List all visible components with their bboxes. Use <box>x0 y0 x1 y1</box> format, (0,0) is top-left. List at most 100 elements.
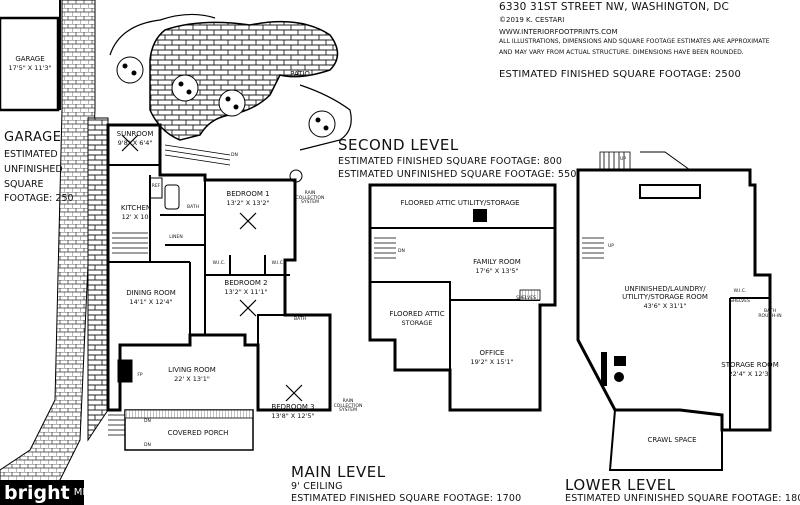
sunroom-label: SUNROOM 9'8" X 6'4" <box>117 131 154 147</box>
garage-line-4: FOOTAGE: 250 <box>4 193 74 205</box>
lower-up-label-2: UP <box>608 244 615 249</box>
fireplace-label: FP <box>137 373 143 378</box>
dining-room-label: DINING ROOM 14'1" X 12'4" <box>126 290 176 306</box>
lower-up-label-1: UP <box>620 157 627 162</box>
bath2-label: BATH <box>294 317 306 322</box>
tree-icons <box>116 56 336 183</box>
second-level-plan <box>368 183 557 412</box>
kitchen-dim: 12' X 10' <box>121 213 151 221</box>
patio-steps <box>164 144 231 166</box>
bedroom2-dim: 13'2" X 11'1" <box>224 288 268 296</box>
main-front-steps <box>108 414 125 436</box>
dining-room-dim: 14'1" X 12'4" <box>129 298 173 306</box>
unfinished-line-1: UNFINISHED/LAUNDRY/ <box>624 285 706 293</box>
second-level-finished: ESTIMATED FINISHED SQUARE FOOTAGE: 800 <box>338 156 563 167</box>
family-room-label: FAMILY ROOM 17'6" X 13'5" <box>473 259 521 275</box>
garage-title: GARAGE <box>4 130 62 145</box>
bedroom3-name: BEDROOM 3 <box>271 403 315 411</box>
office-label: OFFICE 19'2" X 15'1" <box>471 350 514 366</box>
bedroom1-label: BEDROOM 1 13'2" X 13'2" <box>226 191 269 207</box>
disclaimer-line-2: AND MAY VARY FROM ACTUAL STRUCTURE. DIME… <box>499 49 744 56</box>
linen-label: LINEN <box>169 235 183 240</box>
porch-dn-label-2: DN <box>144 443 151 448</box>
garage-line-1: ESTIMATED <box>4 149 58 161</box>
main-interior-walls <box>108 164 290 345</box>
lower-level-plan <box>576 151 772 471</box>
lower-wic-label: W.I.C. <box>733 289 747 294</box>
main-walkway <box>87 117 109 442</box>
second-level-unfinished: ESTIMATED UNFINISHED SQUARE FOOTAGE: 550 <box>338 169 577 180</box>
website-text: WWW.INTERIORFOOTPRINTS.COM <box>499 28 618 36</box>
total-sqft-text: ESTIMATED FINISHED SQUARE FOOTAGE: 2500 <box>499 69 742 80</box>
bright-logo-text: bright <box>4 481 70 504</box>
living-room-label: LIVING ROOM 22' X 13'1" <box>168 367 216 383</box>
storage-room-dim: 22'4" X 12'3" <box>728 370 772 378</box>
garage-room-dim: 17'5" X 11'3" <box>8 64 52 72</box>
main-level-ceiling: 9' CEILING <box>291 481 343 492</box>
unfinished-room-label: UNFINISHED/LAUNDRY/ UTILITY/STORAGE ROOM… <box>622 286 708 310</box>
bedroom1-dim: 13'2" X 13'2" <box>226 199 270 207</box>
bath1-label: BATH <box>187 205 199 210</box>
attic-storage-line-2: STORAGE <box>401 319 433 327</box>
main-tub <box>164 184 180 210</box>
patio-area <box>109 13 352 183</box>
covered-porch-label: COVERED PORCH <box>167 429 229 437</box>
mls-logo-text: MLS <box>73 487 95 498</box>
attic-storage-label: FLOORED ATTIC STORAGE <box>389 311 444 327</box>
living-room-dim: 22' X 13'1" <box>174 375 210 383</box>
unfinished-dim: 43'6" X 31'1" <box>643 302 687 310</box>
main-porch-deck <box>124 409 254 419</box>
main-exterior-walls <box>106 123 332 412</box>
lower-water-heater <box>614 372 624 382</box>
wic1-label: W.I.C. <box>212 261 226 266</box>
bedroom2-name: BEDROOM 2 <box>224 279 268 287</box>
bath-rough-in-label: BATH ROUGH-IN <box>758 309 782 319</box>
garage-summary: GARAGE ESTIMATED UNFINISHED SQUARE FOOTA… <box>4 128 74 207</box>
lower-interior-walls <box>608 184 770 471</box>
garage-room <box>0 16 60 112</box>
storage-room-name: STORAGE ROOM <box>721 361 779 369</box>
main-level-plan <box>87 117 332 451</box>
lower-chimney <box>601 352 607 386</box>
bedroom2-label: BEDROOM 2 13'2" X 11'1" <box>224 280 267 296</box>
second-stairs <box>374 237 396 259</box>
porch-dn-label-1: DN <box>144 419 151 424</box>
second-dn-label: DN <box>398 249 405 254</box>
garage-room-label: GARAGE 17'5" X 11'3" <box>9 56 52 72</box>
family-room-name: FAMILY ROOM <box>473 258 521 266</box>
main-kitchen-stairs <box>112 232 148 254</box>
patio-dn-label: DN <box>231 153 238 158</box>
main-level-sqft: ESTIMATED FINISHED SQUARE FOOTAGE: 1700 <box>291 493 522 504</box>
family-room-dim: 17'6" X 13'5" <box>475 267 519 275</box>
attic-storage-line-1: FLOORED ATTIC <box>389 310 445 318</box>
wic2-label: W.I.C. <box>271 261 285 266</box>
garage-room-name: GARAGE <box>15 55 45 63</box>
address-text: 6330 31ST STREET NW, WASHINGTON, DC <box>499 1 730 13</box>
garden-edge <box>109 13 352 151</box>
lower-level-sqft: ESTIMATED UNFINISHED SQUARE FOOTAGE: 180… <box>565 493 800 504</box>
office-name: OFFICE <box>479 349 505 357</box>
lower-furnace <box>614 356 626 366</box>
main-fireplace <box>117 359 133 383</box>
bright-mls-watermark: bright MLS <box>0 480 94 505</box>
storage-room-label: STORAGE ROOM 22'4" X 12'3" <box>721 362 778 378</box>
office-dim: 19'2" X 15'1" <box>470 358 514 366</box>
lower-deck <box>640 151 691 171</box>
patio-stones <box>149 20 339 141</box>
lower-level-title: LOWER LEVEL <box>565 476 676 494</box>
lower-shelves-label: SHELVES <box>730 299 750 304</box>
copyright-text: ©2019 K. CESTARI <box>499 16 565 24</box>
rain-collection-1-label: RAIN COLLECTION SYSTEM <box>295 191 325 205</box>
main-ceiling-fans <box>121 134 303 402</box>
bedroom3-dim: 13'8" X 12'5" <box>271 412 315 420</box>
unfinished-line-2: UTILITY/STORAGE ROOM <box>622 293 708 301</box>
main-refrigerator <box>149 177 163 199</box>
dining-room-name: DINING ROOM <box>126 289 176 297</box>
second-storage-block <box>473 209 487 222</box>
garage-line-3: SQUARE <box>4 178 44 190</box>
attic-utility-label: FLOORED ATTIC UTILITY/STORAGE <box>400 199 520 207</box>
second-shelves-label: SHELVES <box>516 296 536 301</box>
bedroom1-name: BEDROOM 1 <box>226 190 270 198</box>
garage-area <box>0 0 96 501</box>
sunroom-name: SUNROOM <box>116 130 154 138</box>
